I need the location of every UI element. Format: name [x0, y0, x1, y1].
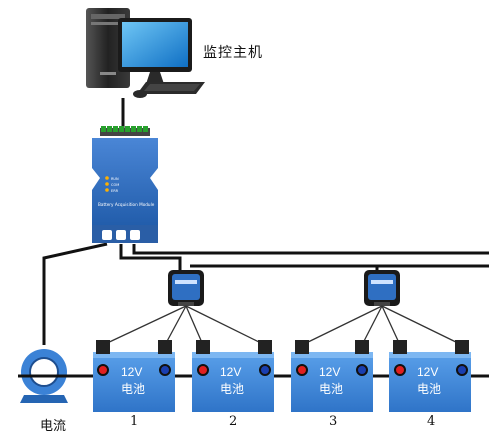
battery-1	[93, 340, 175, 412]
module-led-err: ERR	[111, 189, 119, 193]
current-sensor-icon	[18, 349, 70, 403]
battery-2-type: 电池	[220, 382, 244, 396]
computer-icon	[86, 8, 205, 98]
battery-4-voltage: 12V	[417, 365, 438, 379]
module-led-com: COM	[111, 183, 119, 187]
battery-number-4: 4	[427, 414, 436, 429]
sensor-box-1	[168, 270, 204, 306]
acquisition-module-icon	[92, 126, 158, 243]
battery-1-type: 电池	[121, 382, 145, 396]
module-led-run: RUN	[111, 177, 119, 181]
battery-number-3: 3	[329, 414, 338, 429]
battery-1-voltage: 12V	[121, 365, 142, 379]
battery-2-voltage: 12V	[220, 365, 241, 379]
module-label: Battery Acquisition Module	[98, 202, 155, 207]
sensor-box-2	[364, 270, 400, 306]
sensor-leads	[102, 305, 463, 346]
battery-2	[192, 340, 274, 412]
battery-3-type: 电池	[319, 382, 343, 396]
battery-4-type: 电池	[417, 382, 441, 396]
battery-number-1: 1	[130, 414, 139, 429]
battery-number-2: 2	[229, 414, 238, 429]
battery-3	[291, 340, 373, 412]
host-label: 监控主机	[203, 45, 263, 61]
current-sensor-label: 电流	[40, 419, 67, 434]
battery-3-voltage: 12V	[319, 365, 340, 379]
battery-4	[389, 340, 471, 412]
